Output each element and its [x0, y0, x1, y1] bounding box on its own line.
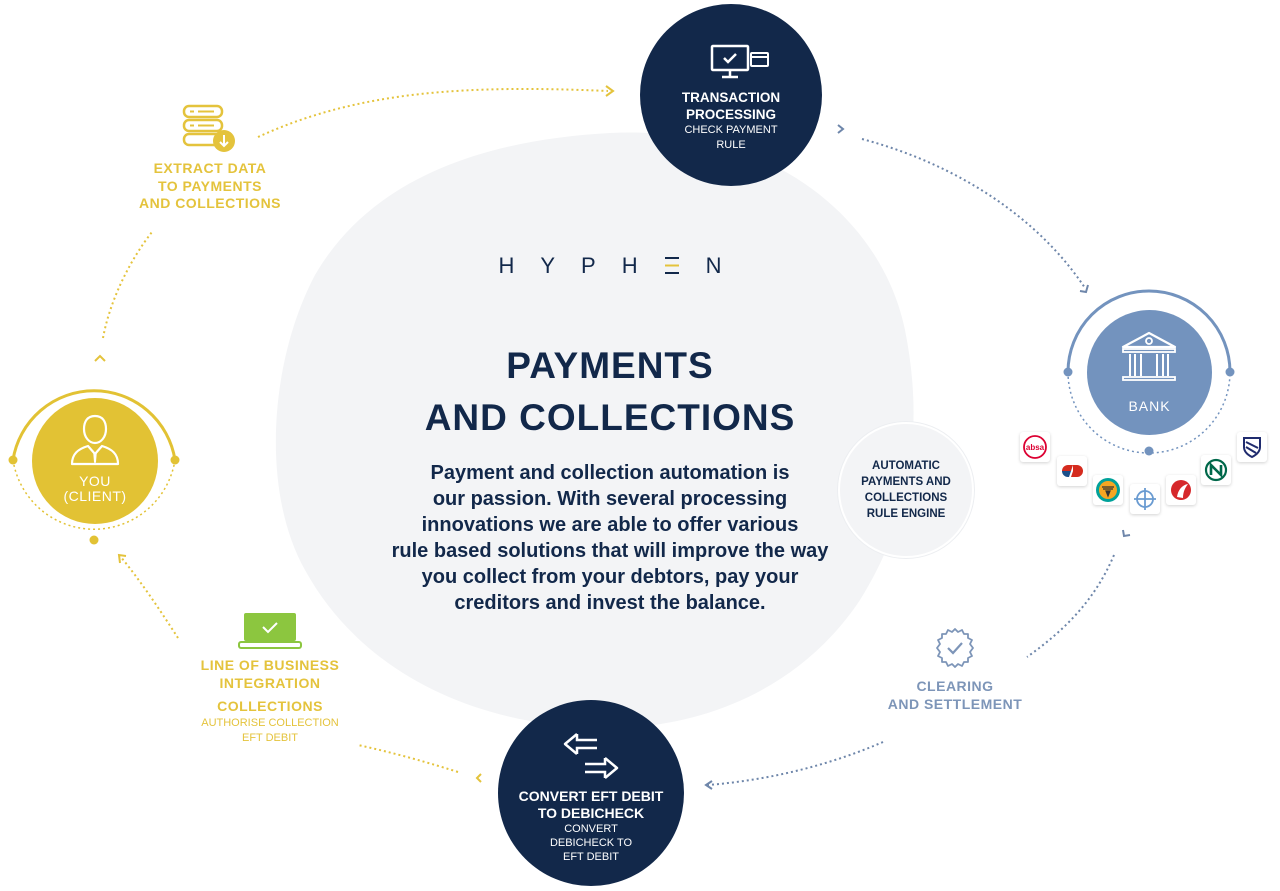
capitec-logo-icon — [1062, 465, 1083, 477]
badge-check-icon — [936, 628, 974, 668]
description-text: Payment and collection automation is our… — [355, 460, 865, 616]
title-line: PAYMENTS — [506, 345, 714, 386]
extract-label: TO PAYMENTS — [157, 177, 263, 194]
bank-logo-bidvest — [1166, 475, 1196, 505]
person-suit-icon — [70, 414, 120, 466]
clearing-label: AND SETTLEMENT — [887, 695, 1023, 712]
bank-label: BANK — [1128, 398, 1171, 414]
convert-title: TO DEBICHECK — [537, 805, 645, 821]
laptop-check-icon — [238, 613, 302, 649]
lob-collections: COLLECTIONS — [217, 698, 323, 714]
absa-logo-icon: absa — [1023, 435, 1047, 459]
clearing-settlement-step: CLEARING AND SETTLEMENT — [860, 626, 1050, 713]
bank-logo-fnb — [1093, 475, 1123, 505]
rule-engine-label: AUTOMATIC — [872, 460, 940, 472]
client-node: YOU (CLIENT) — [32, 398, 158, 524]
convert-debicheck-node: CONVERT EFT DEBIT TO DEBICHECK CONVERT D… — [498, 700, 684, 886]
shield-logo-icon — [1243, 437, 1261, 459]
transaction-title: PROCESSING — [685, 107, 777, 122]
rule-engine-label: COLLECTIONS — [864, 492, 948, 504]
nedbank-logo-icon — [1204, 458, 1228, 482]
fnb-logo-icon — [1096, 478, 1120, 502]
body-line: Payment and collection automation is — [430, 462, 790, 484]
extract-data-step: EXTRACT DATA TO PAYMENTS AND COLLECTIONS — [110, 104, 310, 213]
clearing-label: CLEARING — [916, 678, 994, 694]
bank-logo-absa: absa — [1020, 432, 1050, 462]
logo-letter-e-accent — [664, 253, 706, 278]
bank-logo-nedbank — [1201, 455, 1231, 485]
convert-subtitle: CONVERT — [564, 823, 618, 835]
transaction-subtitle: RULE — [716, 139, 746, 151]
body-line: rule based solutions that will improve t… — [391, 540, 829, 562]
swap-arrows-icon — [563, 733, 619, 779]
logo-letter: H — [498, 253, 541, 278]
body-line: our passion. With several processing — [432, 488, 788, 510]
client-label: YOU — [79, 473, 111, 489]
logo-letter: Y — [540, 253, 582, 278]
convert-subtitle: EFT DEBIT — [562, 851, 620, 863]
monitor-check-card-icon — [710, 44, 769, 79]
title-line: AND COLLECTIONS — [424, 397, 796, 438]
transaction-processing-node: TRANSACTION PROCESSING CHECK PAYMENT RUL… — [640, 4, 822, 186]
bank-logo-investec — [1130, 484, 1160, 514]
bank-node: BANK — [1087, 310, 1212, 435]
lob-title: INTEGRATION — [219, 674, 321, 691]
body-line: you collect from your debtors, pay your — [421, 566, 799, 588]
red-sail-logo-icon — [1171, 480, 1191, 500]
bank-logo-capitec — [1057, 456, 1087, 486]
body-line: creditors and invest the balance. — [454, 592, 766, 614]
rule-engine-label: RULE ENGINE — [866, 508, 946, 520]
extract-label: AND COLLECTIONS — [138, 195, 282, 211]
crosshair-logo-icon — [1134, 488, 1156, 510]
client-label: (CLIENT) — [63, 488, 127, 504]
convert-title: CONVERT EFT DEBIT — [518, 788, 664, 804]
lob-subtitle: EFT DEBIT — [241, 731, 299, 744]
bank-building-icon — [1121, 331, 1177, 381]
logo-letter: N — [705, 253, 748, 278]
convert-subtitle: DEBICHECK TO — [549, 837, 633, 849]
transaction-subtitle: CHECK PAYMENT — [684, 124, 778, 136]
database-download-icon — [182, 104, 235, 152]
logo-letter: P — [581, 253, 622, 278]
lob-title: LINE OF BUSINESS — [200, 657, 340, 673]
transaction-title: TRANSACTION — [681, 90, 781, 105]
lob-subtitle: AUTHORISE COLLECTION — [201, 716, 339, 729]
rule-engine-bubble: AUTOMATIC PAYMENTS AND COLLECTIONS RULE … — [838, 422, 974, 558]
line-of-business-step: LINE OF BUSINESS INTEGRATION COLLECTIONS… — [180, 612, 360, 746]
logo-letter: H — [621, 253, 664, 278]
extract-label: EXTRACT DATA — [153, 160, 267, 176]
body-line: innovations we are able to offer various — [421, 514, 799, 536]
page-title: PAYMENTS AND COLLECTIONS — [360, 340, 860, 444]
rule-engine-label: PAYMENTS AND — [861, 476, 951, 488]
svg-text:absa: absa — [1026, 443, 1045, 452]
bank-logo-standard-bank — [1237, 432, 1267, 462]
